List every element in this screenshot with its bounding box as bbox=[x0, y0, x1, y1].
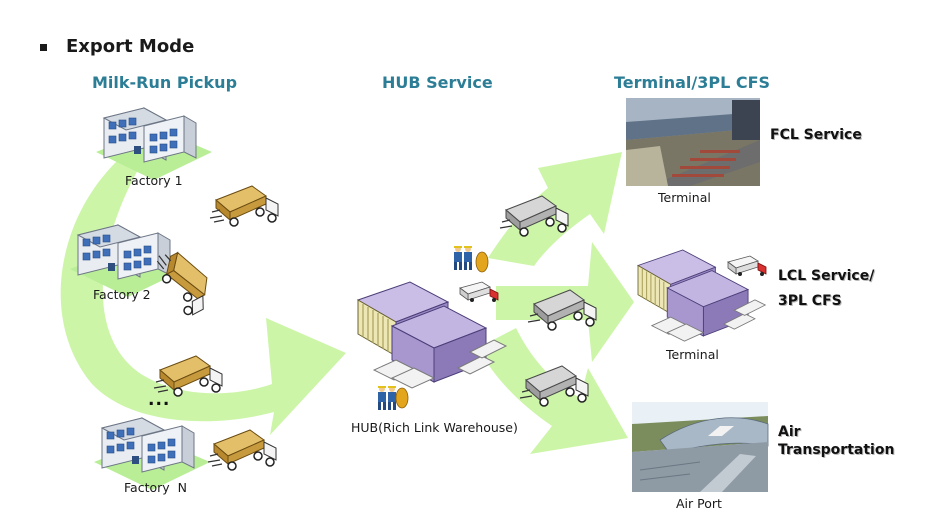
3pl-cfs-label: 3PL CFS bbox=[778, 293, 842, 309]
fcl-service-label: FCL Service bbox=[770, 127, 862, 143]
lcl-terminal-label: Terminal bbox=[666, 347, 719, 362]
section-milk-run-pickup: Milk-Run Pickup bbox=[92, 73, 238, 92]
airport-label: Air Port bbox=[676, 496, 722, 511]
lcl-service-label: LCL Service/ bbox=[778, 268, 875, 284]
lcl-minitruck-icon bbox=[727, 255, 767, 277]
hub-workers-top-icon bbox=[454, 246, 489, 273]
title-bullet bbox=[40, 44, 47, 51]
pickup-truck-1-icon bbox=[209, 185, 279, 227]
page-title: Export Mode bbox=[66, 36, 195, 57]
section-terminal-3pl-cfs: Terminal/3PL CFS bbox=[614, 73, 771, 92]
air-transportation-label: Transportation bbox=[778, 442, 895, 458]
factory-ellipsis: ... bbox=[148, 390, 171, 410]
factory-n-label: Factory N bbox=[124, 480, 187, 495]
hub-label: HUB(Rich Link Warehouse) bbox=[351, 420, 518, 435]
hub-workers-bottom-icon bbox=[378, 386, 409, 410]
hub-minitruck-icon bbox=[459, 281, 499, 303]
air-label: Air bbox=[778, 424, 801, 440]
terminal-photo-label: Terminal bbox=[658, 190, 711, 205]
section-hub-service: HUB Service bbox=[382, 73, 493, 92]
factory-2-label: Factory 2 bbox=[93, 287, 151, 302]
hub-warehouse bbox=[357, 281, 507, 389]
airport-photo bbox=[632, 402, 769, 492]
terminal-port-photo bbox=[626, 98, 760, 186]
factory-1-label: Factory 1 bbox=[125, 173, 183, 188]
milk-run-arrow bbox=[60, 150, 346, 435]
pickup-truck-n-icon bbox=[207, 429, 277, 471]
